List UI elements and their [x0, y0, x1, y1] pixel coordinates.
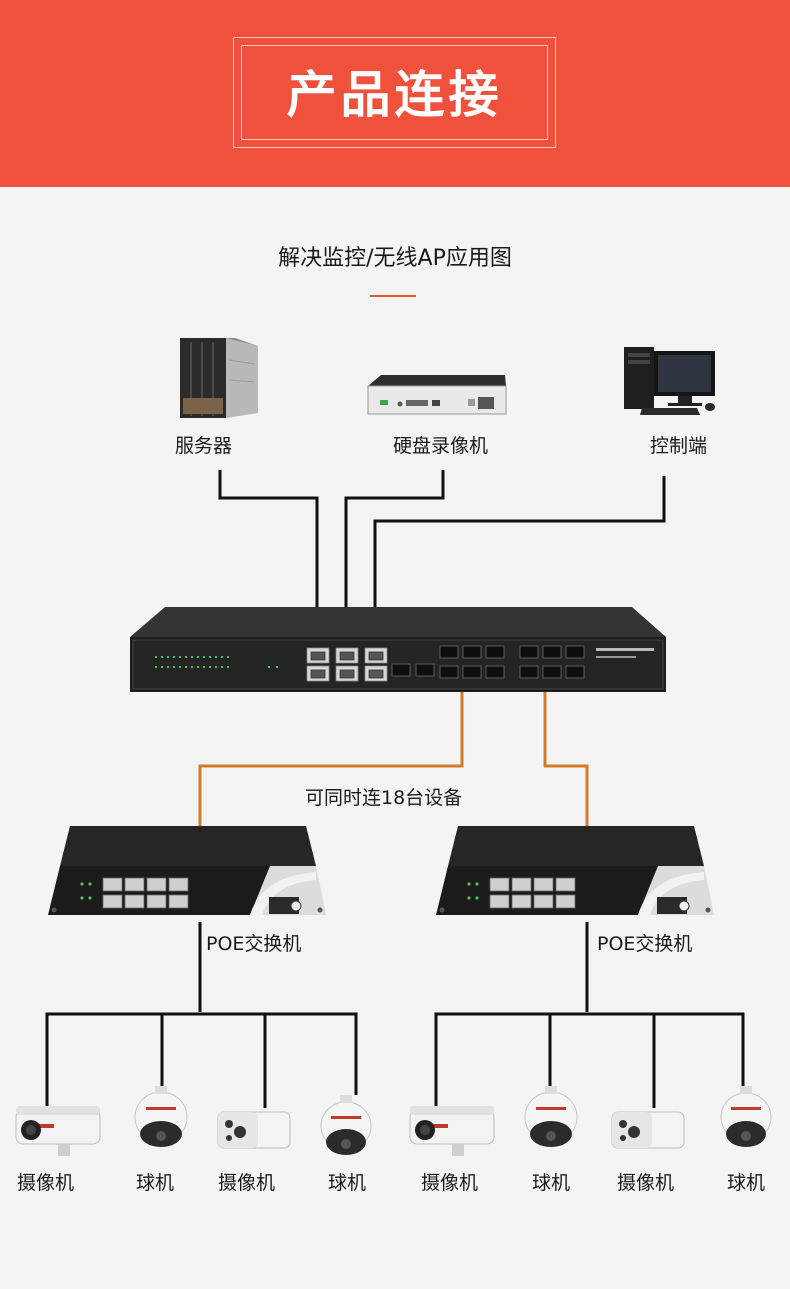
pc-icon: [624, 347, 715, 415]
camera-label: 摄像机: [17, 1172, 75, 1194]
poe-switch-label-left: POE交换机: [206, 933, 302, 955]
copper-links-bottom: [45, 922, 745, 1108]
header-banner: [0, 0, 790, 187]
camera-label: 球机: [727, 1172, 766, 1194]
server-icon: [180, 338, 258, 418]
server-label: 服务器: [175, 435, 233, 457]
core-switch-icon: [130, 607, 666, 692]
bullet-camera-icon: [15, 1106, 101, 1156]
dome-camera-icon: [524, 1086, 578, 1147]
camera-label: 球机: [532, 1172, 571, 1194]
camera-label: 摄像机: [617, 1172, 675, 1194]
camera-label: 球机: [328, 1172, 367, 1194]
copper-links-top: [218, 470, 666, 648]
poe-switch-left-icon: [48, 826, 326, 915]
title-frame-inner: [241, 45, 548, 140]
camera-label: 摄像机: [218, 1172, 276, 1194]
fiber-links: [198, 690, 589, 826]
camera-label: 球机: [136, 1172, 175, 1194]
title-frame-outer: [233, 37, 556, 148]
poe-switch-label-right: POE交换机: [597, 933, 693, 955]
bullet-camera-icon: [217, 1111, 291, 1149]
dome-camera-icon: [134, 1086, 188, 1147]
connection-note: 可同时连18台设备: [305, 787, 463, 809]
bullet-camera-icon: [409, 1106, 495, 1156]
dome-camera-icon: [720, 1086, 772, 1147]
subtitle-underline: [370, 295, 416, 297]
control-terminal-label: 控制端: [650, 435, 708, 457]
nvr-icon: [367, 375, 507, 415]
page-title: 产品连接: [286, 66, 503, 124]
poe-switch-right-icon: [436, 826, 714, 915]
nvr-label: 硬盘录像机: [393, 435, 489, 457]
dome-camera-icon: [320, 1095, 372, 1155]
bullet-camera-icon: [611, 1111, 685, 1149]
diagram-subtitle: 解决监控/无线AP应用图: [278, 246, 512, 271]
camera-label: 摄像机: [421, 1172, 479, 1194]
